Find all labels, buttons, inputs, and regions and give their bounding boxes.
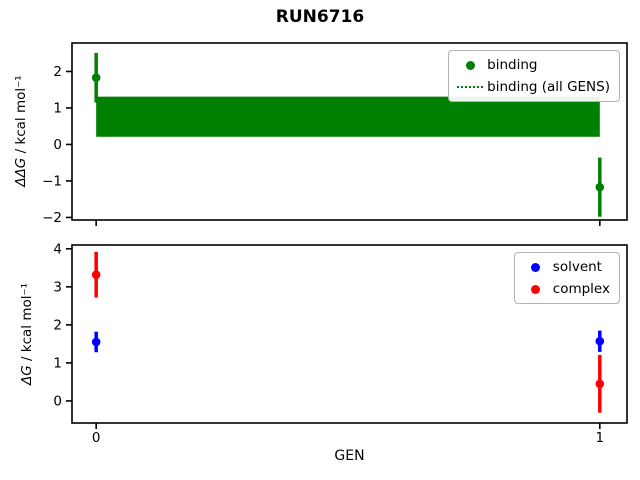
- legend-label: solvent: [552, 259, 602, 275]
- solvent-point: [595, 336, 605, 346]
- bottom-y-axis-label-units: / kcal mol⁻¹: [19, 282, 35, 366]
- y-tick-label: 3: [53, 279, 62, 295]
- legend-item-binding: binding: [453, 55, 610, 75]
- complex-point: [595, 379, 605, 389]
- x-tick-label: 0: [92, 430, 101, 446]
- y-tick-label: −1: [42, 173, 62, 189]
- top-y-axis-label: ΔΔG / kcal mol⁻¹: [13, 75, 29, 186]
- legend-label: binding (all GENS): [487, 79, 610, 95]
- legend-item-binding-all-gens: binding (all GENS): [453, 77, 610, 97]
- binding-marker-icon: [465, 60, 475, 70]
- bottom-y-axis-label: ΔG / kcal mol⁻¹: [19, 283, 35, 385]
- legend-label: complex: [552, 281, 610, 297]
- solvent-marker-icon: [531, 262, 541, 272]
- top-legend: binding binding (all GENS): [448, 50, 620, 102]
- bottom-y-axis-label-math: ΔG: [19, 365, 35, 386]
- bottom-legend: solvent complex: [513, 252, 620, 304]
- complex-point: [91, 270, 101, 279]
- legend-glyph-cell: [519, 262, 553, 272]
- axes-frame: [71, 42, 628, 221]
- top-y-axis-label-math: ΔΔG: [13, 157, 29, 187]
- legend-label: binding: [487, 57, 538, 73]
- y-tick-label: 0: [53, 393, 62, 409]
- x-axis-label: GEN: [334, 448, 365, 464]
- band-binding-all-gens: [96, 96, 600, 137]
- solvent-point: [91, 337, 101, 347]
- y-tick-label: 1: [53, 100, 62, 116]
- legend-glyph-cell: [453, 60, 487, 70]
- y-tick-label: 1: [53, 355, 62, 371]
- legend-item-complex: complex: [519, 279, 610, 299]
- complex-marker-icon: [531, 284, 541, 294]
- figure-title: RUN6716: [275, 7, 365, 27]
- legend-glyph-cell: [453, 86, 487, 88]
- legend-glyph-cell: [519, 284, 553, 294]
- binding-point: [595, 182, 605, 192]
- top-y-axis-label-units: / kcal mol⁻¹: [13, 75, 29, 158]
- y-tick-label: 2: [53, 317, 62, 333]
- legend-item-solvent: solvent: [519, 257, 610, 277]
- axes-frame: [71, 244, 628, 424]
- y-tick-label: 2: [53, 64, 62, 80]
- binding-all-gens-dotted-line-icon: [457, 86, 484, 88]
- y-tick-label: −2: [42, 210, 62, 226]
- y-tick-label: 4: [53, 241, 62, 257]
- binding-point: [91, 73, 101, 82]
- x-tick-label: 1: [596, 430, 605, 446]
- y-tick-label: 0: [53, 137, 62, 153]
